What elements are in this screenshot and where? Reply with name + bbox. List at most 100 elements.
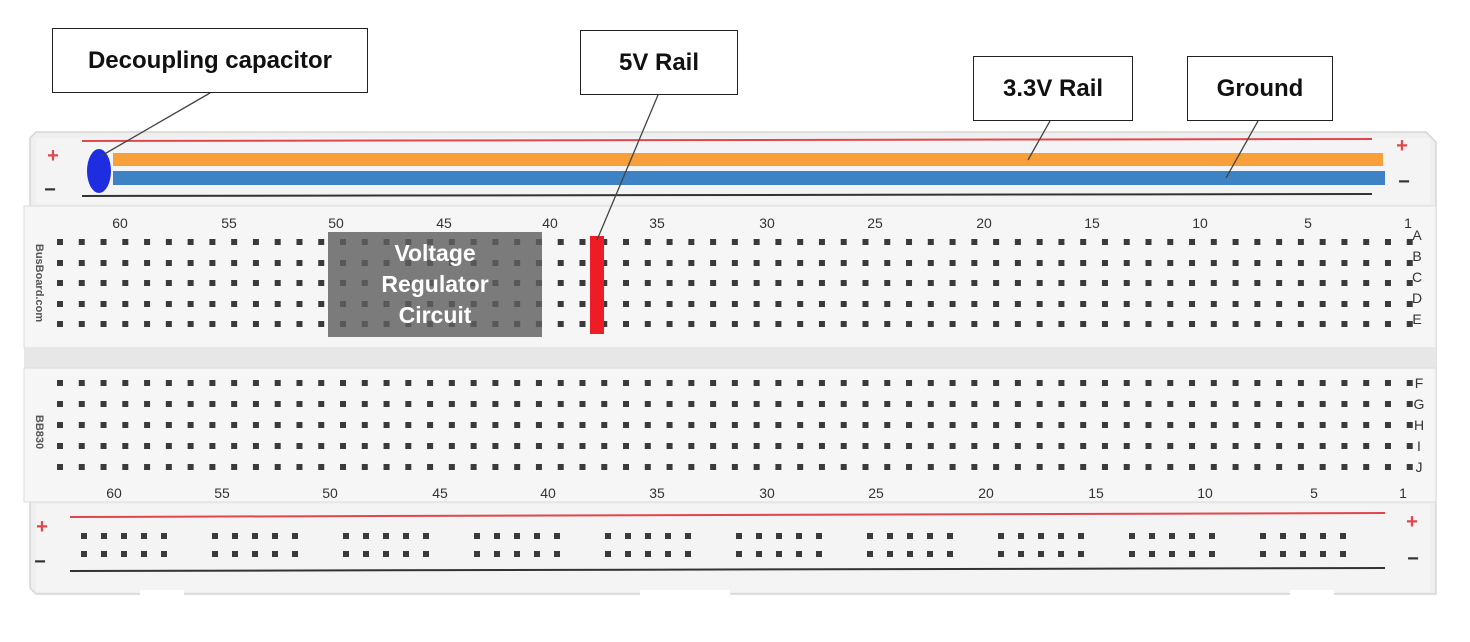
column-number: 45 <box>432 485 448 501</box>
breadboard-hole <box>971 239 977 245</box>
breadboard-hole <box>667 321 673 327</box>
breadboard-hole <box>867 551 873 557</box>
column-number: 10 <box>1197 485 1213 501</box>
breadboard-hole <box>1124 260 1130 266</box>
column-number: 60 <box>112 215 128 231</box>
breadboard-hole <box>122 464 128 470</box>
breadboard-hole <box>1146 464 1152 470</box>
breadboard-hole <box>688 401 694 407</box>
breadboard-hole <box>1211 239 1217 245</box>
breadboard-hole <box>1129 533 1135 539</box>
breadboard-hole <box>492 443 498 449</box>
breadboard-hole <box>1341 401 1347 407</box>
breadboard-hole <box>710 280 716 286</box>
breadboard-hole <box>1080 401 1086 407</box>
breadboard-hole <box>57 280 63 286</box>
breadboard-hole <box>79 464 85 470</box>
breadboard-hole <box>79 260 85 266</box>
breadboard-hole <box>166 239 172 245</box>
breadboard-hole <box>993 422 999 428</box>
breadboard-hole <box>993 321 999 327</box>
breadboard-hole <box>253 380 259 386</box>
breadboard-hole <box>253 464 259 470</box>
breadboard-hole <box>188 301 194 307</box>
breadboard-hole <box>971 422 977 428</box>
breadboard-hole <box>1080 280 1086 286</box>
breadboard-hole <box>384 464 390 470</box>
breadboard-hole <box>1385 422 1391 428</box>
breadboard-hole <box>1058 422 1064 428</box>
breadboard-hole <box>884 301 890 307</box>
breadboard-hole <box>579 280 585 286</box>
breadboard-hole <box>645 260 651 266</box>
row-letter: C <box>1412 269 1422 285</box>
breadboard-hole <box>296 301 302 307</box>
breadboard-hole <box>1058 239 1064 245</box>
breadboard-hole <box>625 533 631 539</box>
breadboard-hole <box>605 551 611 557</box>
breadboard-hole <box>492 380 498 386</box>
breadboard-hole <box>1058 443 1064 449</box>
breadboard-hole <box>1254 280 1260 286</box>
breadboard-hole <box>534 551 540 557</box>
breadboard-hole <box>841 260 847 266</box>
breadboard-hole <box>906 321 912 327</box>
breadboard-hole <box>1102 401 1108 407</box>
breadboard-hole <box>884 464 890 470</box>
breadboard-hole <box>754 380 760 386</box>
breadboard-hole <box>122 280 128 286</box>
voltage-regulator-label: Voltage Regulator Circuit <box>381 238 488 331</box>
breadboard-hole <box>645 280 651 286</box>
board-notch <box>640 590 730 598</box>
breadboard-hole <box>1058 533 1064 539</box>
column-number: 35 <box>649 215 665 231</box>
breadboard-hole <box>166 280 172 286</box>
breadboard-hole <box>1363 464 1369 470</box>
breadboard-hole <box>1363 239 1369 245</box>
breadboard-hole <box>1298 443 1304 449</box>
breadboard-hole <box>1209 551 1215 557</box>
breadboard-hole <box>1146 380 1152 386</box>
breadboard-hole <box>1102 380 1108 386</box>
breadboard-hole <box>950 443 956 449</box>
breadboard-hole <box>1209 533 1215 539</box>
breadboard-hole <box>188 260 194 266</box>
breadboard-hole <box>685 551 691 557</box>
breadboard-hole <box>1189 443 1195 449</box>
breadboard-hole <box>1276 401 1282 407</box>
breadboard-hole <box>405 422 411 428</box>
breadboard-hole <box>79 301 85 307</box>
breadboard-hole <box>1038 551 1044 557</box>
breadboard-hole <box>927 551 933 557</box>
breadboard-hole <box>645 401 651 407</box>
breadboard-hole <box>645 321 651 327</box>
breadboard-hole <box>1254 260 1260 266</box>
breadboard-hole <box>862 260 868 266</box>
breadboard-hole <box>993 239 999 245</box>
row-letter: J <box>1416 459 1423 475</box>
breadboard-hole <box>558 401 564 407</box>
column-number: 40 <box>540 485 556 501</box>
breadboard-hole <box>1298 401 1304 407</box>
breadboard-hole <box>1385 301 1391 307</box>
column-number: 50 <box>328 215 344 231</box>
breadboard-hole <box>1233 380 1239 386</box>
breadboard-hole <box>884 422 890 428</box>
breadboard-hole <box>947 533 953 539</box>
breadboard-hole <box>1363 380 1369 386</box>
breadboard-hole <box>993 464 999 470</box>
breadboard-hole <box>906 443 912 449</box>
breadboard-hole <box>1254 464 1260 470</box>
breadboard-hole <box>1407 422 1413 428</box>
breadboard-hole <box>1058 464 1064 470</box>
breadboard-hole <box>710 239 716 245</box>
breadboard-hole <box>645 422 651 428</box>
breadboard-hole <box>623 401 629 407</box>
breadboard-hole <box>79 380 85 386</box>
breadboard-hole <box>688 321 694 327</box>
ground-wire <box>113 171 1385 185</box>
column-number: 15 <box>1088 485 1104 501</box>
breadboard-hole <box>732 280 738 286</box>
column-number: 55 <box>221 215 237 231</box>
breadboard-hole <box>732 301 738 307</box>
